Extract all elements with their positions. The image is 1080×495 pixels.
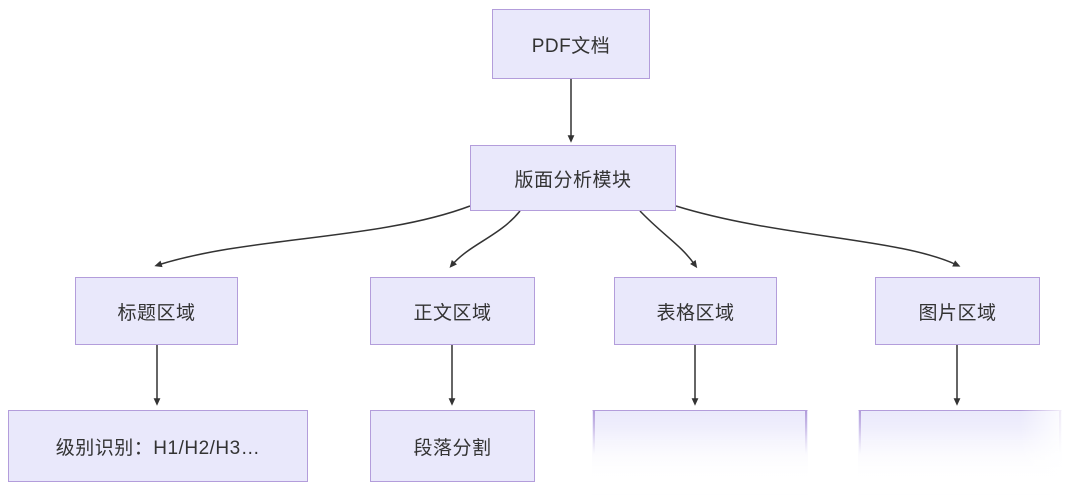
edge-layout-to-title-area [154,205,471,268]
node-table-area[interactable]: 表格区域 [614,277,777,345]
node-title-area[interactable]: 标题区域 [75,277,238,345]
node-label: 图片区域 [918,302,997,324]
node-layout[interactable]: 版面分析模块 [470,145,676,211]
node-label: 标题区域 [117,302,196,324]
node-label: PDF文档 [531,35,611,57]
node-label: 表格区域 [656,302,735,324]
node-heading-recognition[interactable]: 级别识别：H1/H2/H3… [8,410,308,482]
node-table-child[interactable] [592,410,808,495]
edge-layout-to-table-area [639,210,698,269]
node-body-area[interactable]: 正文区域 [370,277,535,345]
node-label: 版面分析模块 [514,169,632,191]
node-label: 级别识别：H1/H2/H3… [55,437,261,459]
node-label: 段落分割 [413,437,492,459]
node-paragraph-split[interactable]: 段落分割 [370,410,535,482]
edge-layout-to-body-area [449,210,521,268]
edge-layout-to-image-area [675,205,961,267]
node-label: 正文区域 [413,302,492,324]
node-image-child[interactable] [858,410,1062,495]
node-pdf[interactable]: PDF文档 [492,9,650,79]
node-image-area[interactable]: 图片区域 [875,277,1040,345]
